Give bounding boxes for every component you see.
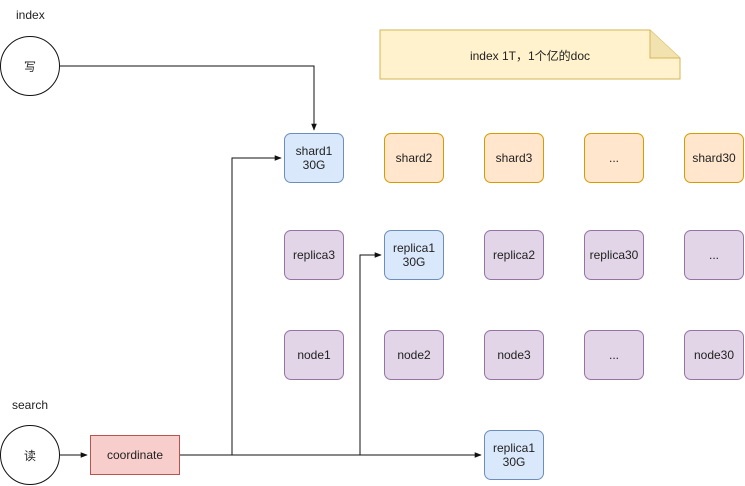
write-circle: 写 [0, 36, 60, 96]
write-label: 写 [23, 59, 36, 74]
replica-box: replica30 [584, 230, 644, 280]
node-box: node30 [684, 330, 744, 380]
note-shape [379, 29, 681, 80]
read-label: 读 [23, 448, 36, 463]
shard-box: shard1 30G [284, 133, 344, 183]
node-box: ... [584, 330, 644, 380]
search-label: search [12, 398, 49, 412]
shard-box: ... [584, 133, 644, 183]
node-box: node3 [484, 330, 544, 380]
coordinate-to-replica1-connector [232, 252, 382, 456]
note-text: index 1T，1个亿的doc [469, 49, 591, 63]
coordinate-node: coordinate [90, 435, 180, 475]
write-connector [60, 65, 317, 131]
node-box: node2 [384, 330, 444, 380]
shard-box: shard3 [484, 133, 544, 183]
index-label: index [16, 8, 45, 22]
replica-box: replica1 30G [384, 230, 444, 280]
read-circle: 读 [0, 425, 60, 485]
shard-box: shard2 [384, 133, 444, 183]
node-box: node1 [284, 330, 344, 380]
shard-box: shard30 [684, 133, 744, 183]
replica-box: replica3 [284, 230, 344, 280]
coordinate-label: coordinate [106, 448, 164, 462]
replica-box: ... [684, 230, 744, 280]
coordinate-to-shard1-connector [180, 155, 282, 456]
replica-box: replica2 [484, 230, 544, 280]
extra-replica-box: replica1 30G [484, 430, 544, 480]
